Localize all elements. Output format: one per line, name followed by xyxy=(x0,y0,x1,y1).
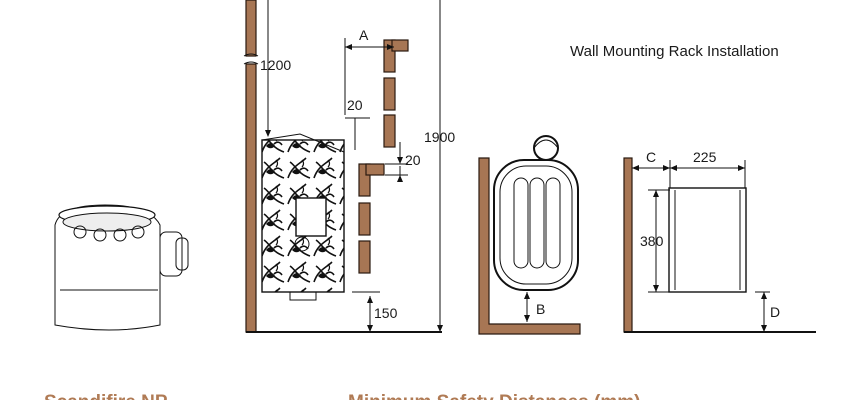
dim-20-side-label: 20 xyxy=(405,152,421,168)
slat-top xyxy=(391,39,409,52)
stove-product-illustration xyxy=(54,204,189,331)
product-caption: Scandifire NP xyxy=(44,392,168,400)
dim-20-top-label: 20 xyxy=(347,97,363,113)
slat xyxy=(358,240,371,274)
rack-view-diagram xyxy=(623,157,816,333)
wall-c xyxy=(623,157,633,333)
slat xyxy=(358,202,371,236)
dim-380-label: 380 xyxy=(640,233,664,249)
dim-150-label: 150 xyxy=(374,305,398,321)
diagram-title: Wall Mounting Rack Installation xyxy=(570,43,779,60)
dim-d-label: D xyxy=(770,304,780,320)
wall-b xyxy=(478,157,581,335)
slat xyxy=(383,77,396,111)
wall-lower xyxy=(245,63,257,333)
dim-1900-label: 1900 xyxy=(424,129,455,145)
slat xyxy=(383,114,396,148)
dim-a-label: A xyxy=(359,27,369,43)
dim-b-label: B xyxy=(536,301,545,317)
front-view-diagram xyxy=(478,135,581,335)
slat-bracket xyxy=(365,163,385,176)
side-view-diagram xyxy=(243,0,443,333)
safety-caption: Minimum Safety Distances (mm) xyxy=(348,392,640,400)
dim-c-label: C xyxy=(646,149,656,165)
slat xyxy=(383,39,396,73)
slat xyxy=(358,163,371,197)
dim-225-label: 225 xyxy=(693,149,717,165)
dim-1200-label: 1200 xyxy=(260,57,291,73)
wall-upper xyxy=(245,0,257,57)
